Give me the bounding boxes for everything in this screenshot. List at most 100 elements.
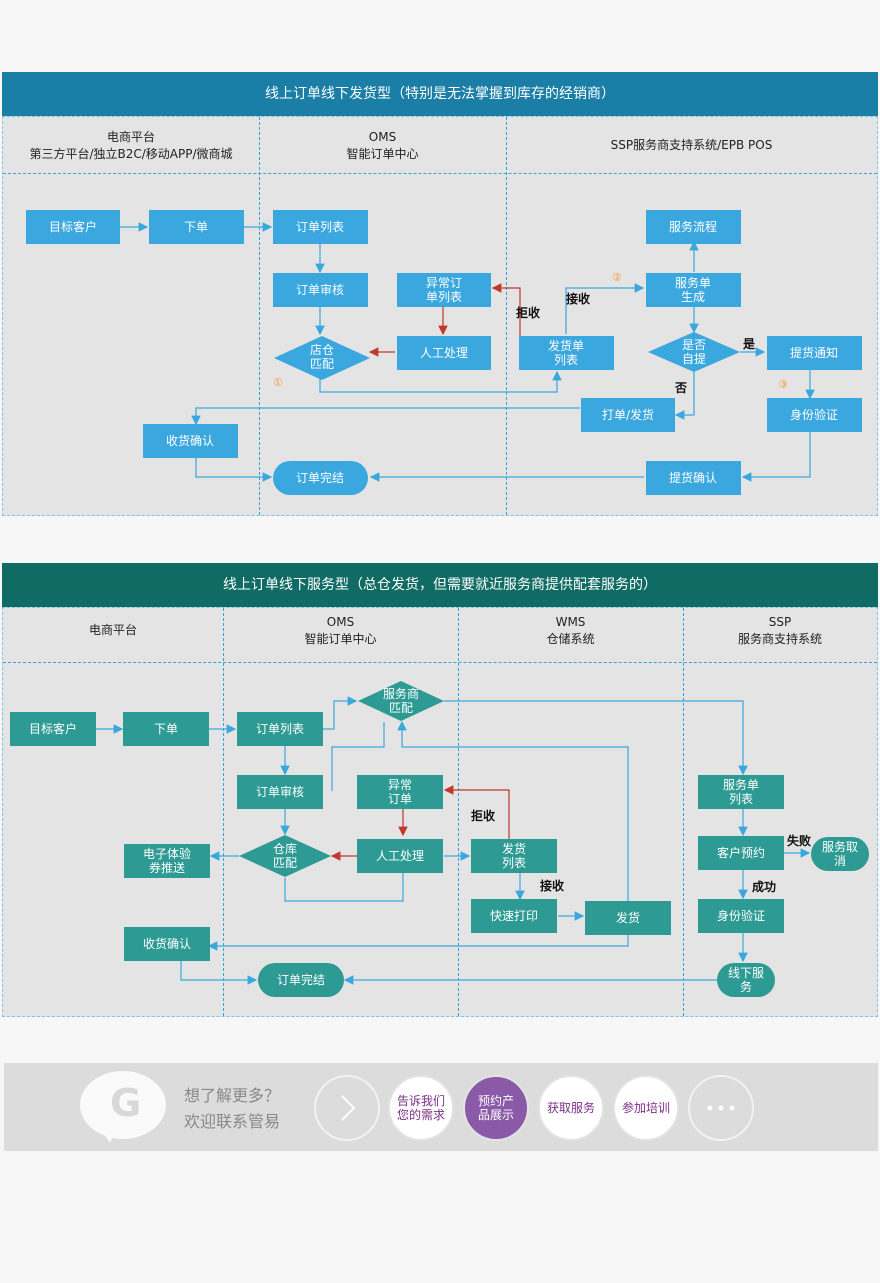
label-reject: 拒收 xyxy=(471,808,495,823)
svg-text:发货: 发货 xyxy=(502,841,526,856)
svg-text:收货确认: 收货确认 xyxy=(143,936,191,951)
svg-text:人工处理: 人工处理 xyxy=(420,346,468,360)
svg-text:订单完结: 订单完结 xyxy=(296,470,344,485)
get-service-button[interactable]: 获取服务 xyxy=(538,1075,604,1141)
svg-text:人工处理: 人工处理 xyxy=(376,849,424,863)
node-order-done: 订单完结 xyxy=(258,963,344,997)
node-service-flow: 服务流程 xyxy=(646,210,741,244)
logo-letter: G xyxy=(110,1081,142,1125)
svg-text:自提: 自提 xyxy=(682,351,706,366)
node-order-list: 订单列表 xyxy=(273,210,368,244)
lane-divider xyxy=(259,117,260,515)
svg-text:单列表: 单列表 xyxy=(426,290,462,304)
svg-text:异常订: 异常订 xyxy=(426,276,462,290)
lane-divider xyxy=(506,117,507,515)
svg-text:服务流程: 服务流程 xyxy=(669,219,717,234)
logo-bubble-icon xyxy=(80,1071,166,1139)
svg-text:服务商: 服务商 xyxy=(383,686,419,701)
chevron-right-icon xyxy=(341,1095,356,1121)
node-pickup-notice: 提货通知 xyxy=(767,336,862,370)
logo-tail xyxy=(98,1125,118,1143)
join-training-button[interactable]: 参加培训 xyxy=(613,1075,679,1141)
step-number-3: ③ xyxy=(778,378,788,391)
step-number-2: ② xyxy=(612,271,622,284)
node-service-cancel: 服务取 消 xyxy=(811,837,869,871)
node-ship: 发货 xyxy=(585,901,671,935)
chevron-right-button[interactable] xyxy=(314,1075,380,1141)
svg-text:发货单: 发货单 xyxy=(548,338,584,353)
label-accept: 接收 xyxy=(566,291,590,306)
lane-label-ecommerce: 电商平台第三方平台/独立B2C/移动APP/微商城 xyxy=(29,130,233,161)
node-target-customer: 目标客户 xyxy=(10,712,96,746)
node-store-match: 店仓 匹配 xyxy=(274,336,370,380)
book-demo-button[interactable]: 预约产品展示 xyxy=(463,1075,529,1141)
svg-text:列表: 列表 xyxy=(554,353,578,367)
svg-text:匹配: 匹配 xyxy=(389,701,413,715)
svg-text:服务取: 服务取 xyxy=(822,839,858,854)
svg-text:订单: 订单 xyxy=(388,792,412,806)
label-yes: 是 xyxy=(742,337,756,351)
contact-text: 想了解更多？ 欢迎联系管易 xyxy=(184,1083,280,1135)
label-reject: 拒收 xyxy=(516,305,540,320)
svg-text:订单审核: 订单审核 xyxy=(296,282,344,297)
node-offline-service: 线下服 务 xyxy=(717,963,775,997)
flow-diagram-1: 目标客户 下单 订单列表 订单审核 店仓 匹配 异常订 单列表 人工处理 发货单… xyxy=(26,210,862,495)
node-service-list: 服务单 列表 xyxy=(698,775,784,809)
svg-text:目标客户: 目标客户 xyxy=(29,721,77,736)
node-self-pickup: 是否 自提 xyxy=(648,332,740,372)
label-success: 成功 xyxy=(752,879,776,894)
node-service-match: 服务商 匹配 xyxy=(358,681,444,721)
node-warehouse-match: 仓库 匹配 xyxy=(239,835,331,877)
svg-text:订单完结: 订单完结 xyxy=(277,972,325,987)
svg-text:店仓: 店仓 xyxy=(310,343,334,357)
svg-text:订单列表: 订单列表 xyxy=(256,722,304,736)
node-receipt-confirm: 收货确认 xyxy=(124,927,210,961)
node-order-list: 订单列表 xyxy=(237,712,323,746)
svg-text:快速打印: 快速打印 xyxy=(490,909,538,923)
node-e-voucher-push: 电子体验 券推送 xyxy=(124,844,210,878)
svg-text:消: 消 xyxy=(834,854,846,868)
step-number-1: ① xyxy=(273,376,283,389)
lane-label-ssp: SSP服务商支持系统/EPB POS xyxy=(610,138,773,152)
svg-text:电子体验: 电子体验 xyxy=(143,846,191,861)
node-target-customer: 目标客户 xyxy=(26,210,120,244)
flow-diagram-2: 目标客户 下单 订单列表 服务商 匹配 订单审核 异常 订单 仓库 匹配 人工处… xyxy=(10,681,869,997)
svg-text:生成: 生成 xyxy=(681,290,705,304)
node-id-verify: 身份验证 xyxy=(698,899,784,933)
label-fail: 失败 xyxy=(787,833,811,848)
contact-line-2: 欢迎联系管易 xyxy=(184,1112,281,1131)
svg-text:客户预约: 客户预约 xyxy=(717,845,765,860)
contact-line-1: 想了解更多？ xyxy=(184,1086,281,1105)
more-dots-icon xyxy=(707,1105,735,1111)
svg-text:目标客户: 目标客户 xyxy=(49,219,97,234)
svg-text:服务单: 服务单 xyxy=(675,275,711,290)
panel-offline-delivery: 线上订单线下发货型（特别是无法掌握到库存的经销商） 电商平台第三方平台/独立B2… xyxy=(2,72,878,516)
panel-offline-service: 线上订单线下服务型（总仓发货，但需要就近服务商提供配套服务的） 电商平台 OMS… xyxy=(2,563,878,1017)
node-booking: 客户预约 xyxy=(698,836,784,870)
svg-text:提货确认: 提货确认 xyxy=(669,470,717,485)
panel-title: 线上订单线下发货型（特别是无法掌握到库存的经销商） xyxy=(2,72,878,116)
svg-text:身份验证: 身份验证 xyxy=(790,407,838,422)
svg-text:收货确认: 收货确认 xyxy=(166,433,214,448)
svg-text:是否: 是否 xyxy=(682,338,706,352)
svg-text:服务单: 服务单 xyxy=(723,777,759,792)
node-order-review: 订单审核 xyxy=(273,273,368,307)
node-quick-print: 快速打印 xyxy=(471,899,557,933)
tell-needs-button[interactable]: 告诉我们您的需求 xyxy=(388,1075,454,1141)
svg-text:身份验证: 身份验证 xyxy=(717,908,765,923)
node-exception-order: 异常 订单 xyxy=(357,775,443,809)
svg-text:匹配: 匹配 xyxy=(310,357,334,371)
more-button[interactable] xyxy=(688,1075,754,1141)
lane-divider xyxy=(683,608,684,1016)
node-exception-list: 异常订 单列表 xyxy=(397,273,491,307)
column-header-row xyxy=(3,117,877,174)
svg-text:提货通知: 提货通知 xyxy=(790,345,838,360)
node-manual: 人工处理 xyxy=(357,839,443,873)
svg-text:券推送: 券推送 xyxy=(149,860,185,875)
node-place-order: 下单 xyxy=(149,210,244,244)
svg-text:列表: 列表 xyxy=(729,792,753,806)
